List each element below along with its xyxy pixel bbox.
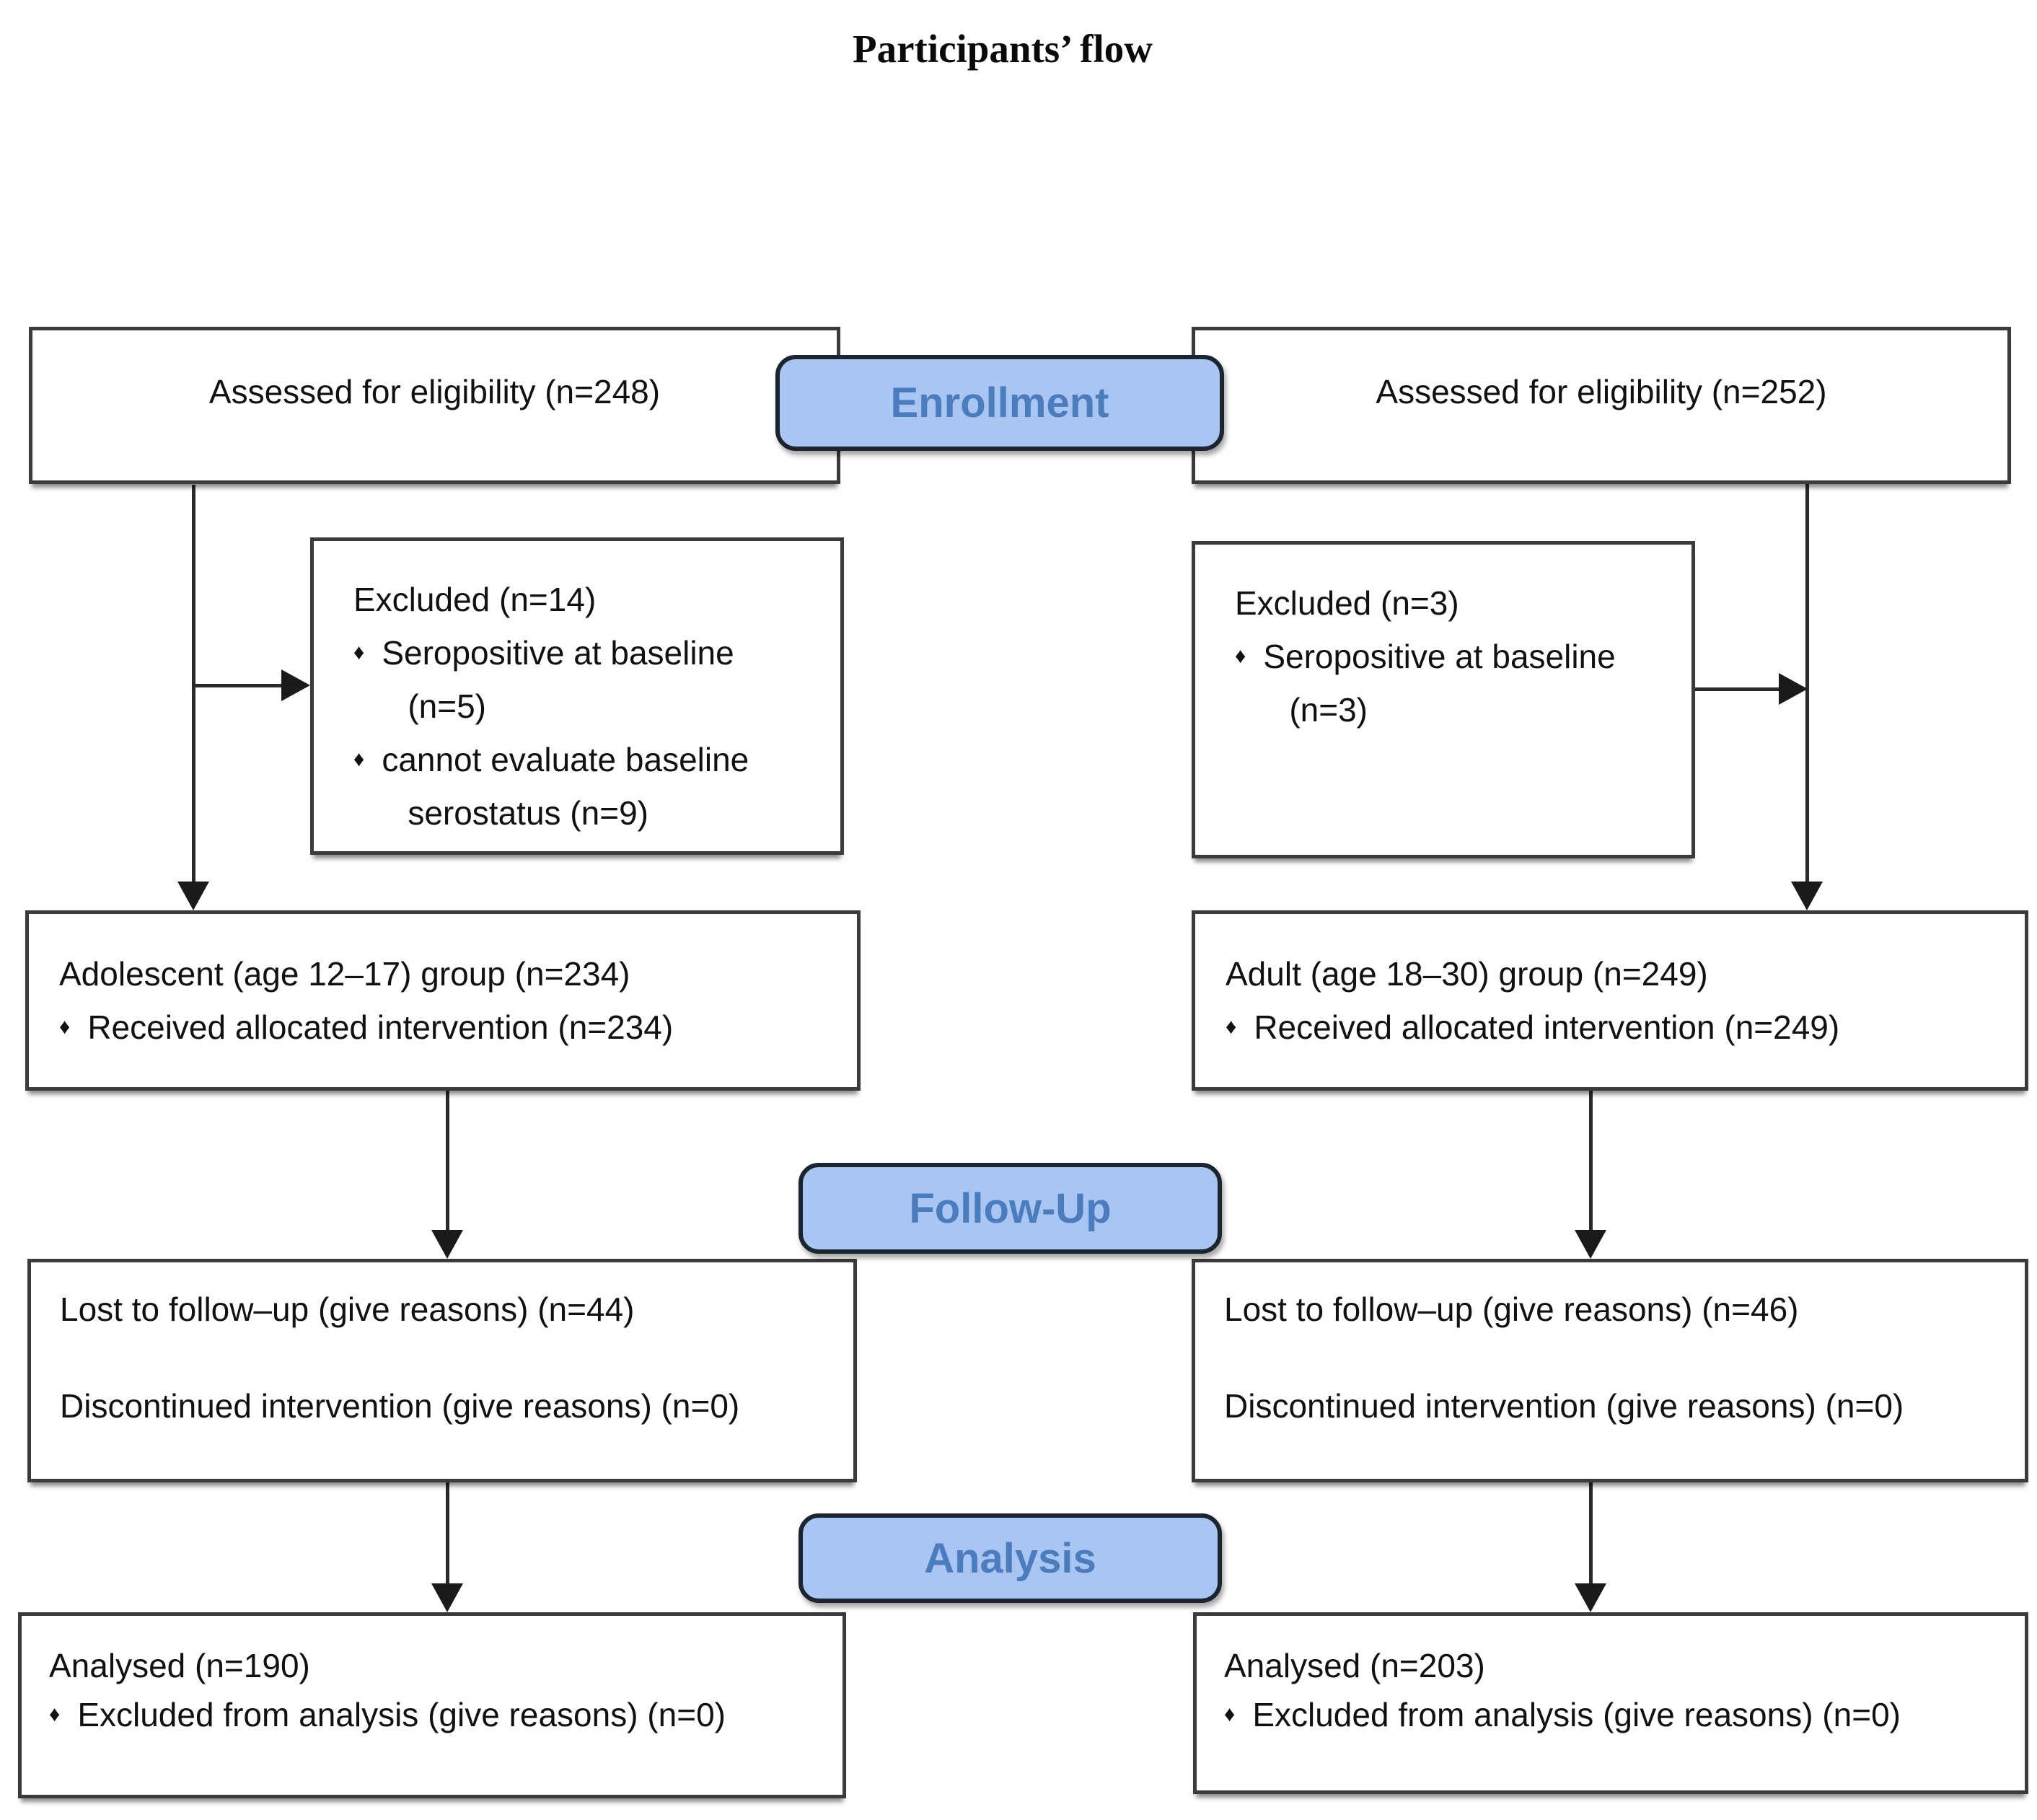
excluded-left-item-1-cont: (n=5) [408,687,486,725]
followup-left-box: Lost to follow–up (give reasons) (n=44) … [27,1259,857,1482]
assessed-right-box: Assessed for eligibility (n=252) [1192,327,2011,484]
left-analysis-arrowhead-icon [431,1583,463,1612]
allocated-left-box: Adolescent (age 12–17) group (n=234) ♦ R… [25,910,861,1091]
allocated-right-box: Adult (age 18–30) group (n=249) ♦ Receiv… [1192,910,2028,1091]
followup-right-line2: Discontinued intervention (give reasons)… [1224,1387,1904,1425]
allocated-left-bullet-text: Received allocated intervention (n=234) [87,1008,674,1046]
right-excluded-branch-line [1695,687,1780,691]
left-analysis-connector-line [446,1482,449,1585]
bullet-diamond-icon: ♦ [49,1702,61,1726]
enrollment-stage-badge: Enrollment [775,355,1224,451]
followup-left-line2: Discontinued intervention (give reasons)… [60,1387,740,1425]
bullet-diamond-icon: ♦ [1224,1702,1236,1726]
excluded-right-header: Excluded (n=3) [1235,584,1459,622]
right-analysis-arrowhead-icon [1575,1583,1606,1612]
right-analysis-connector-line [1589,1482,1593,1585]
bullet-diamond-icon: ♦ [59,1015,71,1039]
left-excluded-branch-line [193,684,283,687]
excluded-left-header: Excluded (n=14) [353,581,597,618]
left-followup-arrowhead-icon [431,1230,463,1259]
right-enrollment-arrowhead-icon [1791,882,1823,910]
analysed-right-box: Analysed (n=203) ♦ Excluded from analysi… [1193,1612,2028,1794]
bullet-diamond-icon: ♦ [1235,644,1246,668]
followup-stage-label: Follow-Up [909,1184,1112,1232]
right-excluded-arrowhead-icon [1779,673,1808,705]
assessed-right-text: Assessed for eligibility (n=252) [1376,373,1827,410]
excluded-left-item-2-cont: serostatus (n=9) [408,794,648,832]
right-followup-connector-line [1589,1091,1593,1231]
left-enrollment-connector-line [192,485,195,882]
followup-right-box: Lost to follow–up (give reasons) (n=46) … [1192,1259,2028,1482]
allocated-right-header: Adult (age 18–30) group (n=249) [1226,955,1708,993]
bullet-diamond-icon: ♦ [353,747,365,771]
bullet-diamond-icon: ♦ [353,641,365,664]
enrollment-stage-label: Enrollment [890,379,1109,426]
analysed-right-header: Analysed (n=203) [1224,1647,1485,1684]
analysed-right-bullet-text: Excluded from analysis (give reasons) (n… [1252,1696,1901,1733]
excluded-left-item-1: Seropositive at baseline [382,634,734,672]
followup-stage-badge: Follow-Up [798,1163,1222,1254]
analysed-left-header: Analysed (n=190) [49,1647,310,1684]
followup-right-line1: Lost to follow–up (give reasons) (n=46) [1224,1291,1799,1328]
analysed-left-box: Analysed (n=190) ♦ Excluded from analysi… [18,1612,846,1798]
allocated-left-header: Adolescent (age 12–17) group (n=234) [59,955,630,993]
analysed-left-bullet-text: Excluded from analysis (give reasons) (n… [77,1696,726,1733]
right-followup-arrowhead-icon [1575,1230,1606,1259]
analysis-stage-label: Analysis [924,1534,1096,1582]
excluded-right-item-1: Seropositive at baseline [1263,638,1616,675]
left-followup-connector-line [446,1091,449,1231]
assessed-left-text: Assessed for eligibility (n=248) [208,373,661,410]
allocated-right-bullet-text: Received allocated intervention (n=249) [1254,1008,1840,1046]
assessed-left-box: Assessed for eligibility (n=248) [29,327,840,484]
left-excluded-arrowhead-icon [281,669,310,701]
excluded-right-item-1-cont: (n=3) [1289,691,1368,729]
left-enrollment-arrowhead-icon [177,882,209,910]
bullet-diamond-icon: ♦ [1226,1015,1237,1039]
diagram-title: Participants’ flow [853,27,1153,71]
excluded-right-box: Excluded (n=3) ♦ Seropositive at baselin… [1192,541,1695,858]
excluded-left-item-2: cannot evaluate baseline [382,741,749,778]
followup-left-line1: Lost to follow–up (give reasons) (n=44) [60,1291,635,1328]
excluded-left-box: Excluded (n=14) ♦ Seropositive at baseli… [310,537,844,855]
analysis-stage-badge: Analysis [798,1513,1222,1603]
